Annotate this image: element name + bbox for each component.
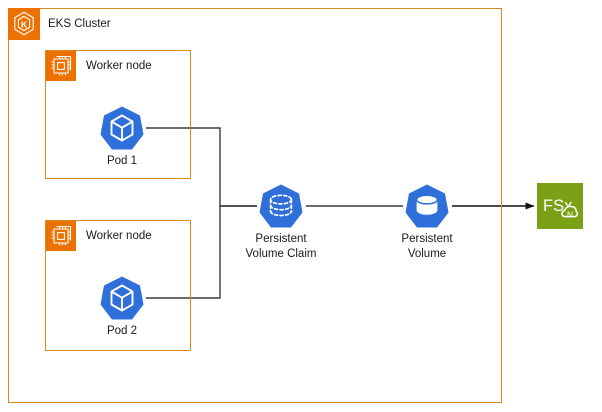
worker-node-icon [46,51,76,81]
pod-2-label: Pod 2 [106,325,138,337]
worker-node-2-label: Worker node [86,230,152,242]
eks-cluster-icon: K [8,8,40,40]
svg-text:K: K [21,19,27,29]
kubernetes-pvc-icon [259,184,303,228]
fsx-netapp-n-text: N [567,210,573,220]
fsx-netapp-ontap-node[interactable]: FSx N [537,183,583,229]
eks-cluster-boundary [8,8,502,403]
worker-node-2-boundary [45,220,191,351]
kubernetes-pod-icon [100,106,144,150]
persistent-volume-claim-label: Persistent Volume Claim [245,233,317,260]
fsx-netapp-ontap-icon: FSx N [543,197,579,220]
kubernetes-pv-icon [405,184,449,228]
worker-node-1-label: Worker node [86,60,152,72]
worker-node-icon [46,221,76,251]
eks-cluster-label: EKS Cluster [48,18,111,30]
pod-1-label: Pod 1 [106,155,138,167]
kubernetes-pod-icon [100,276,144,320]
worker-node-1-boundary [45,50,191,179]
persistent-volume-label: Persistent Volume [401,233,453,260]
